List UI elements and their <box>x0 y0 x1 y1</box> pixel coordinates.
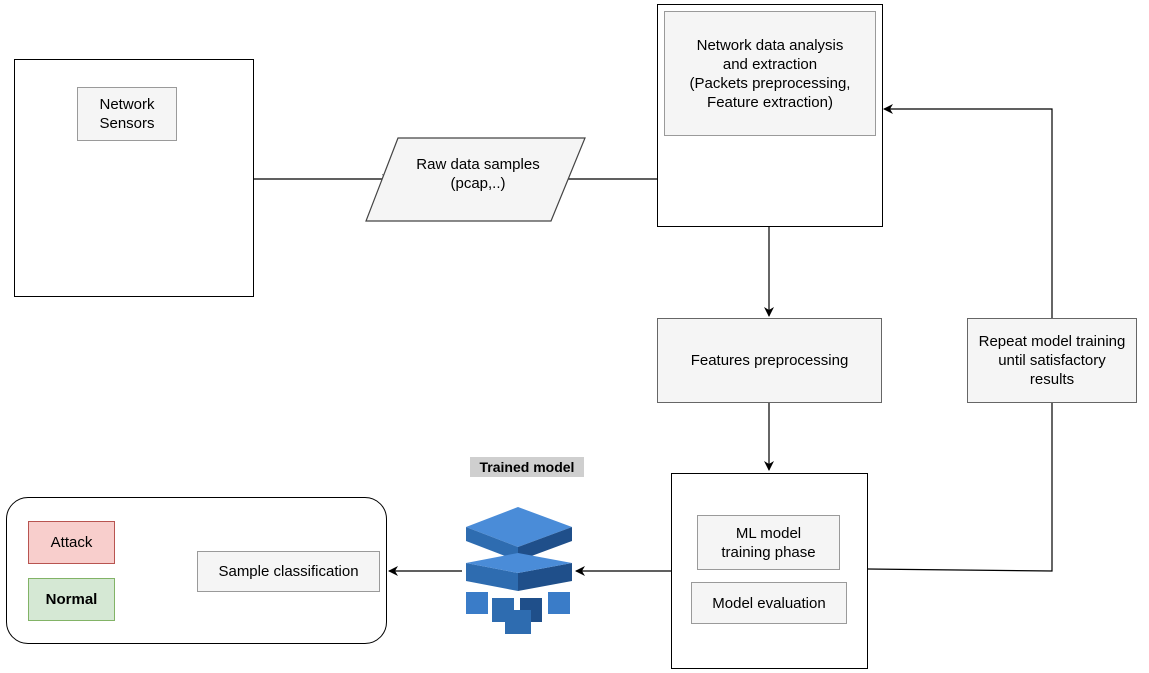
normal-class-box: Normal <box>28 578 115 621</box>
model-evaluation-label: Model evaluation <box>691 582 847 624</box>
sample-classification-box: Sample classification <box>197 551 380 592</box>
training-phase-label: ML model training phase <box>697 515 840 570</box>
attack-class-box: Attack <box>28 521 115 564</box>
features-preprocessing-box: Features preprocessing <box>657 318 882 403</box>
repeat-training-box: Repeat model training until satisfactory… <box>967 318 1137 403</box>
analysis-label: Network data analysis and extraction (Pa… <box>664 11 876 136</box>
arrow-feedback-loop <box>867 403 1053 572</box>
model-cube-icon <box>466 507 572 634</box>
training-panel <box>671 473 868 669</box>
raw-data-label: Raw data samples (pcap,..) <box>416 156 540 192</box>
trained-model-label: Trained model <box>470 457 584 477</box>
arrow-repeat-to-analysis <box>883 104 1053 318</box>
raw-data-shape <box>365 137 586 222</box>
sensors-label: Network Sensors <box>77 87 177 141</box>
